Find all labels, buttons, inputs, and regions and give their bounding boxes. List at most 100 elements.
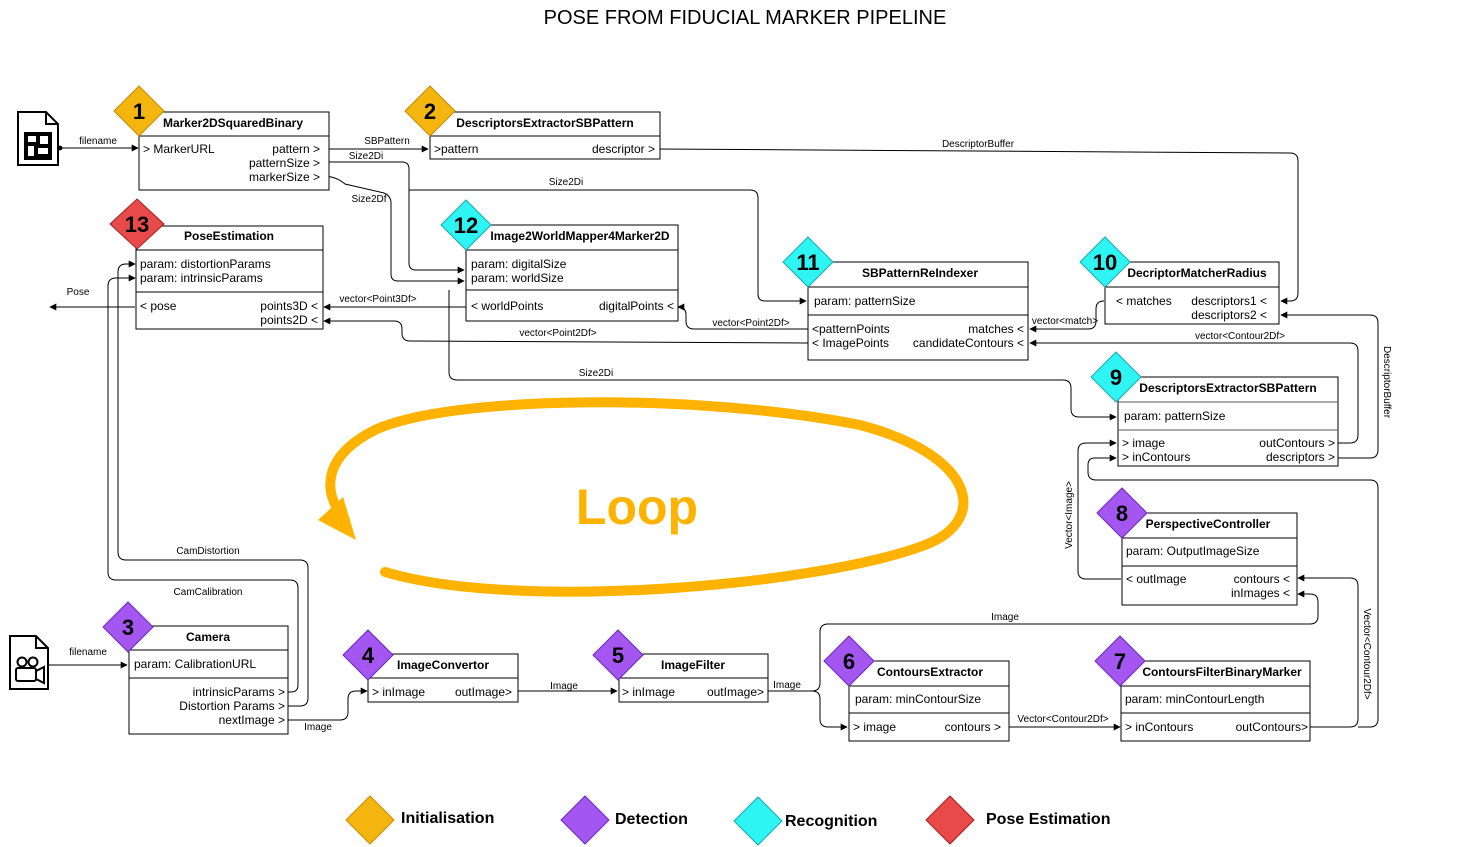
svg-text:outContours>: outContours> <box>1236 720 1308 734</box>
svg-text:param: worldSize: param: worldSize <box>471 271 564 285</box>
badge-detection-4: 4 <box>342 629 394 681</box>
svg-text:10: 10 <box>1093 250 1117 275</box>
svg-text:Recognition: Recognition <box>785 813 877 830</box>
node-contours-filter-binary-marker[interactable]: ContoursFilterBinaryMarker param: minCon… <box>1120 660 1311 742</box>
svg-text:< worldPoints: < worldPoints <box>471 299 543 313</box>
svg-text:Vector<Contour2Df>: Vector<Contour2Df> <box>1361 608 1372 699</box>
node-pose-estimation[interactable]: PoseEstimation param: distortionParams p… <box>135 225 324 330</box>
node-marker2d-squared-binary[interactable]: Marker2DSquaredBinary > MarkerURL patter… <box>138 111 330 191</box>
svg-text:> MarkerURL: > MarkerURL <box>143 142 215 156</box>
node-title: ContoursExtractor <box>877 665 983 679</box>
svg-text:Distortion Params >: Distortion Params > <box>179 699 285 713</box>
legend-item-detection: Detection <box>560 795 688 845</box>
node-camera[interactable]: Camera param: CalibrationURL intrinsicPa… <box>128 625 289 735</box>
svg-text:> image: > image <box>853 720 896 734</box>
svg-text:Detection: Detection <box>615 811 688 828</box>
svg-text:outImage>: outImage> <box>455 685 512 699</box>
node-image-convertor[interactable]: ImageConvertor > inImage outImage> <box>367 653 519 703</box>
svg-text:Image: Image <box>550 681 578 692</box>
svg-text:CamCalibration: CamCalibration <box>174 587 243 598</box>
svg-text:digitalPoints <: digitalPoints < <box>599 299 674 313</box>
svg-text:Pose: Pose <box>67 287 90 298</box>
svg-text:candidateContours <: candidateContours < <box>913 336 1024 350</box>
svg-text:inImages <: inImages < <box>1231 586 1290 600</box>
svg-text:> inImage: > inImage <box>622 685 675 699</box>
svg-text:contours >: contours > <box>945 720 1001 734</box>
loop-decoration: Loop <box>318 397 969 597</box>
loop-label: Loop <box>576 479 698 535</box>
svg-text:8: 8 <box>1116 501 1128 526</box>
svg-text:< pose: < pose <box>140 299 177 313</box>
node-descriptors-extractor-sbpattern-2[interactable]: DescriptorsExtractorSBPattern >pattern d… <box>429 111 661 160</box>
svg-text:param: minContourLength: param: minContourLength <box>1125 692 1264 706</box>
badge-recognition-10: 10 <box>1079 236 1131 288</box>
badge-detection-5: 5 <box>592 629 644 681</box>
svg-text:outContours >: outContours > <box>1259 436 1335 450</box>
node-perspective-controller[interactable]: PerspectiveController param: OutputImage… <box>1121 512 1298 606</box>
badge-detection-6: 6 <box>823 635 875 687</box>
svg-text:Size2Di: Size2Di <box>579 368 613 379</box>
svg-text:param: OutputImageSize: param: OutputImageSize <box>1126 544 1260 558</box>
svg-text:param: minContourSize: param: minContourSize <box>855 692 981 706</box>
legend: Initialisation Detection Recognition Pos… <box>345 795 1110 846</box>
badge-recognition-11: 11 <box>782 236 834 288</box>
svg-text:> inContours: > inContours <box>1125 720 1193 734</box>
svg-text:descriptor >: descriptor > <box>592 142 655 156</box>
node-image2world-mapper[interactable]: Image2WorldMapper4Marker2D param: digita… <box>465 224 679 322</box>
badge-pose-estimation-13: 13 <box>109 198 165 250</box>
svg-text:> image: > image <box>1122 436 1165 450</box>
svg-text:< matches: < matches <box>1116 294 1172 308</box>
svg-text:nextImage >: nextImage > <box>219 713 285 727</box>
svg-text:patternSize >: patternSize > <box>249 156 320 170</box>
svg-text:matches <: matches < <box>968 322 1024 336</box>
svg-text:5: 5 <box>612 643 624 668</box>
node-descriptors-extractor-sbpattern-9[interactable]: DescriptorsExtractorSBPattern param: pat… <box>1117 376 1339 467</box>
badge-initialisation-2: 2 <box>404 85 456 137</box>
badge-recognition-9: 9 <box>1090 351 1142 403</box>
badge-detection-7: 7 <box>1094 635 1146 687</box>
marker-file-icon <box>17 111 59 166</box>
svg-text:1: 1 <box>133 99 145 124</box>
node-sbpattern-reindexer[interactable]: SBPatternReIndexer param: patternSize <p… <box>807 261 1029 361</box>
svg-text:11: 11 <box>796 250 819 275</box>
node-contours-extractor[interactable]: ContoursExtractor param: minContourSize … <box>848 660 1010 742</box>
svg-text:Size2Di: Size2Di <box>549 177 583 188</box>
node-title: ImageFilter <box>661 658 725 672</box>
svg-text:7: 7 <box>1114 649 1126 674</box>
svg-text:< ImagePoints: < ImagePoints <box>812 336 889 350</box>
svg-text:Vector<Contour2Df>: Vector<Contour2Df> <box>1017 714 1108 725</box>
svg-text:9: 9 <box>1110 365 1122 390</box>
svg-text:> inContours: > inContours <box>1122 450 1190 464</box>
svg-text:13: 13 <box>125 212 149 237</box>
svg-text:Image: Image <box>991 612 1019 623</box>
page-title: POSE FROM FIDUCIAL MARKER PIPELINE <box>544 7 947 29</box>
svg-text:param: distortionParams: param: distortionParams <box>140 257 271 271</box>
svg-text:pattern >: pattern > <box>272 142 320 156</box>
node-title: Image2WorldMapper4Marker2D <box>490 229 670 243</box>
svg-text:DescriptorBuffer: DescriptorBuffer <box>1381 346 1392 419</box>
node-title: ContoursFilterBinaryMarker <box>1142 665 1302 679</box>
svg-text:points3D <: points3D < <box>260 299 318 313</box>
svg-text:vector<Point2Df>: vector<Point2Df> <box>519 328 596 339</box>
camera-file-icon <box>9 635 49 690</box>
svg-text:param: CalibrationURL: param: CalibrationURL <box>134 657 256 671</box>
badge-recognition-12: 12 <box>440 199 492 251</box>
svg-text:>pattern: >pattern <box>434 142 478 156</box>
svg-text:vector<Point3Df>: vector<Point3Df> <box>339 294 416 305</box>
svg-text:Image: Image <box>773 680 801 691</box>
node-descriptor-matcher-radius[interactable]: DecriptorMatcherRadius < matches descrip… <box>1104 261 1280 325</box>
svg-text:Size2Df: Size2Df <box>351 194 386 205</box>
svg-text:< outImage: < outImage <box>1126 572 1187 586</box>
svg-text:DescriptorBuffer: DescriptorBuffer <box>942 139 1015 150</box>
svg-text:Initialisation: Initialisation <box>401 810 494 827</box>
svg-text:intrinsicParams >: intrinsicParams > <box>193 685 285 699</box>
node-title: PerspectiveController <box>1146 517 1271 531</box>
node-title: DecriptorMatcherRadius <box>1127 266 1267 280</box>
svg-text:3: 3 <box>122 615 134 640</box>
svg-text:4: 4 <box>362 643 375 668</box>
svg-text:vector<Point2Df>: vector<Point2Df> <box>712 318 789 329</box>
svg-text:vector<match>: vector<match> <box>1032 316 1098 327</box>
node-image-filter[interactable]: ImageFilter > inImage outImage> <box>618 653 769 703</box>
svg-text:Size2Di: Size2Di <box>349 151 383 162</box>
